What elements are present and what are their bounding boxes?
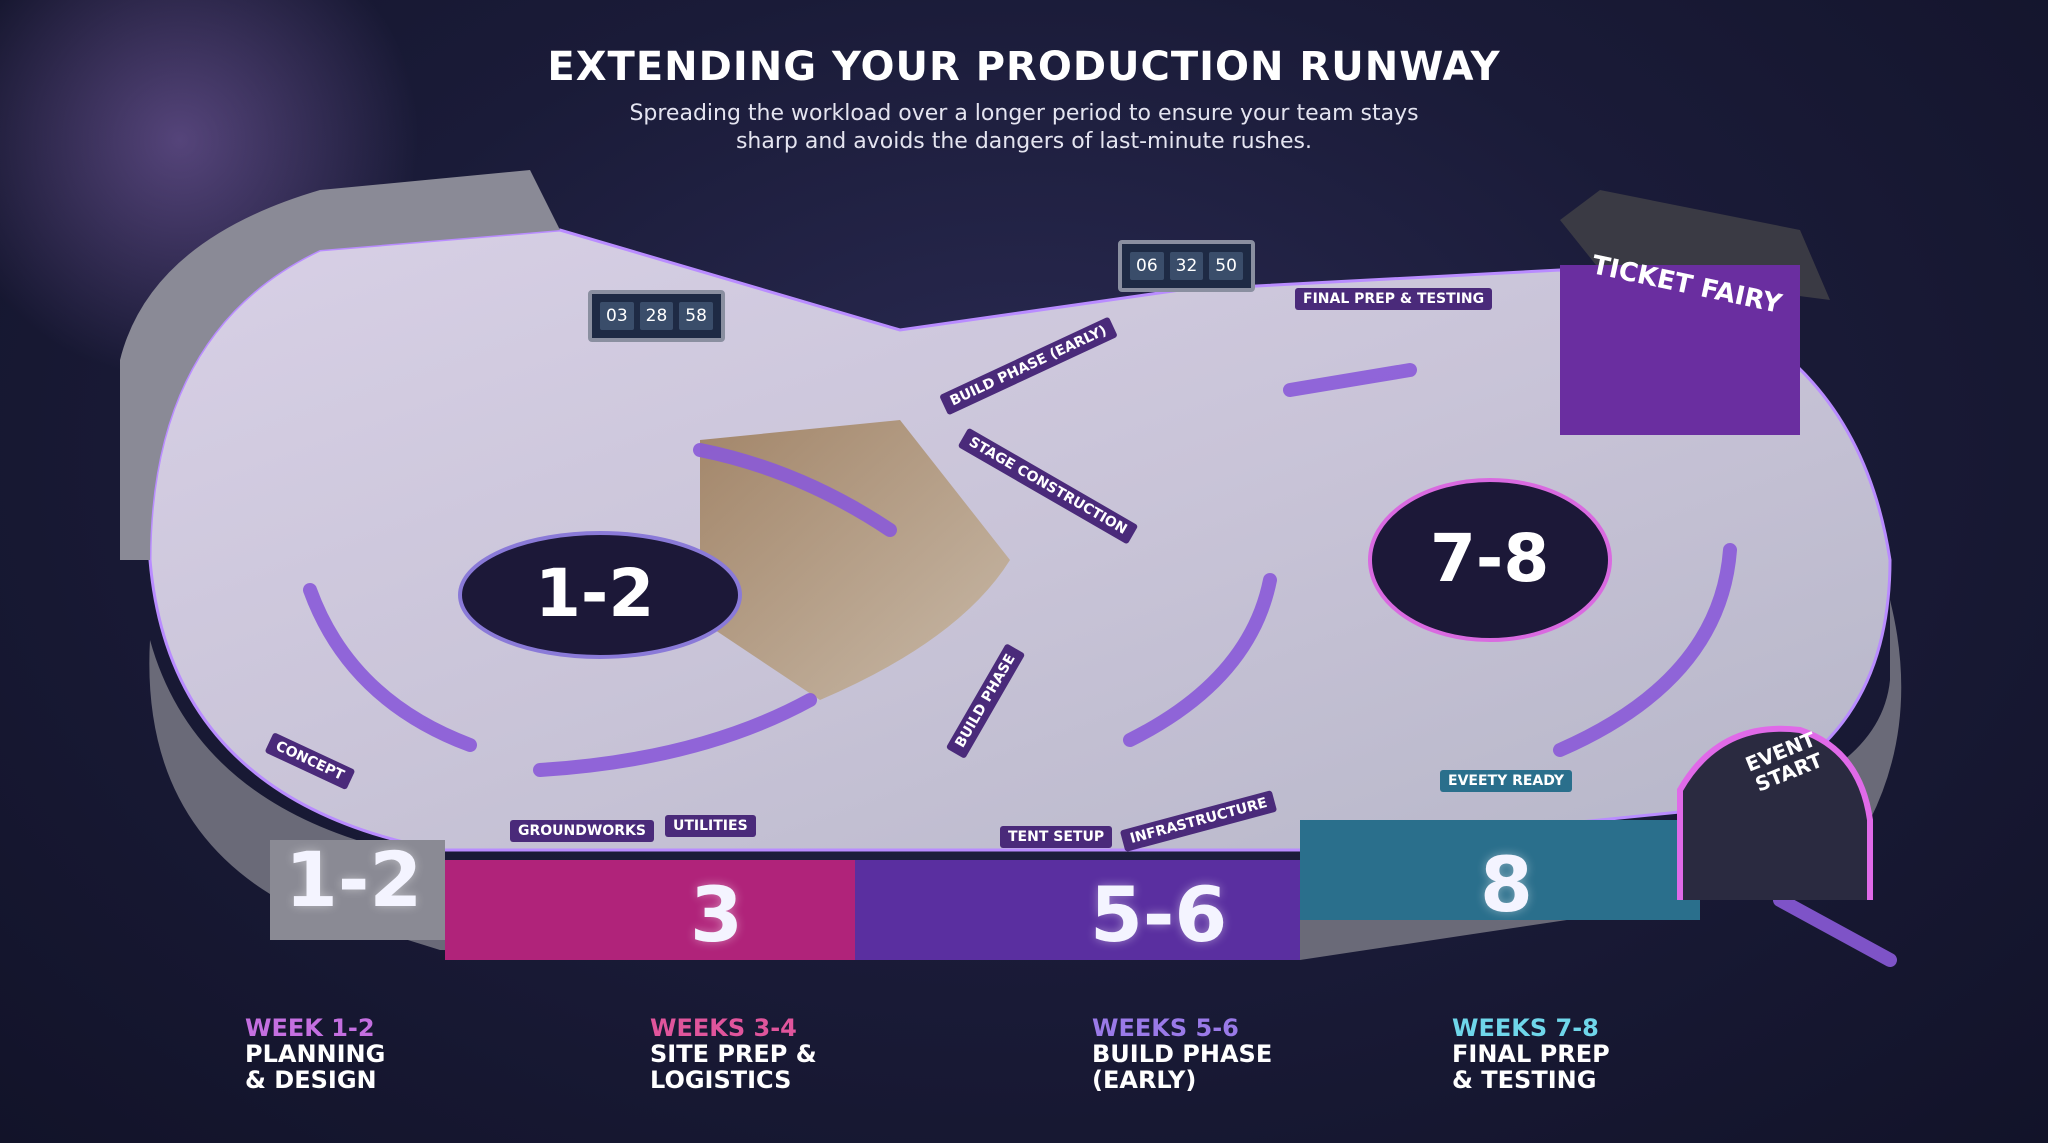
phase-name: PLANNING <box>245 1040 386 1068</box>
stage-backdrop <box>1560 265 1800 435</box>
flow-arrow <box>1283 363 1417 397</box>
sign-groundworks: GROUNDWORKS <box>510 820 654 842</box>
timer-hours: 03 <box>600 302 634 330</box>
platform-top-surface <box>148 228 1892 852</box>
phase-name: & DESIGN <box>245 1066 377 1094</box>
band-number: 5-6 <box>1090 870 1228 959</box>
sign-event-ready: EVEETY READY <box>1440 770 1573 792</box>
flow-arrow <box>693 443 897 537</box>
phase-week: WEEKS 7-8 <box>1452 1014 1599 1042</box>
band-number: 1-2 <box>285 835 423 924</box>
timer-minutes: 32 <box>1169 252 1204 280</box>
phase-weeks-1-2: WEEK 1-2 PLANNING & DESIGN <box>245 1015 385 1093</box>
phase-name: & TESTING <box>1452 1066 1597 1094</box>
flow-arrow <box>303 583 477 752</box>
countdown-screen: 03 28 58 <box>588 290 725 342</box>
phase-week: WEEK 1-2 <box>245 1014 375 1042</box>
timer-seconds: 58 <box>679 302 713 330</box>
sign-utilities: UTILITIES <box>665 815 756 837</box>
band-number: 8 <box>1480 840 1533 929</box>
pit-number: 1-2 <box>535 555 655 632</box>
flow-arrow <box>533 693 817 777</box>
subtitle-line: Spreading the workload over a longer per… <box>629 101 1419 126</box>
band-number: 3 <box>690 870 743 959</box>
phase-name: (EARLY) <box>1092 1066 1197 1094</box>
phase-weeks-5-6: WEEKS 5-6 BUILD PHASE (EARLY) <box>1092 1015 1272 1093</box>
timer-seconds: 50 <box>1209 252 1243 280</box>
week-band-8 <box>1300 820 1700 920</box>
phase-name: FINAL PREP <box>1452 1040 1610 1068</box>
page-title: EXTENDING YOUR PRODUCTION RUNWAY <box>547 44 1501 90</box>
week-band-5-6 <box>855 860 1300 960</box>
phase-week: WEEKS 5-6 <box>1092 1014 1239 1042</box>
phase-name: LOGISTICS <box>650 1066 792 1094</box>
flow-arrow <box>1553 543 1737 757</box>
groundworks-dirt-area <box>700 420 1010 700</box>
page-subtitle: Spreading the workload over a longer per… <box>0 100 2048 156</box>
phase-weeks-7-8: WEEKS 7-8 FINAL PREP & TESTING <box>1452 1015 1610 1093</box>
pit-weeks-1-2 <box>458 531 742 659</box>
flow-arrow <box>1123 573 1277 747</box>
pit-weeks-7-8 <box>1368 478 1612 642</box>
phase-name: SITE PREP & <box>650 1040 817 1068</box>
event-start-tunnel <box>1677 725 1873 900</box>
week-band-3 <box>445 860 855 960</box>
pit-number: 7-8 <box>1430 520 1550 597</box>
concrete-back-wall <box>120 170 560 560</box>
sign-tent-setup: TENT SETUP <box>1000 826 1113 848</box>
subtitle-line: sharp and avoids the dangers of last-min… <box>735 129 1313 154</box>
week-band-1-2 <box>270 840 445 940</box>
event-start-arrow <box>1773 893 1897 967</box>
phase-name: BUILD PHASE <box>1092 1040 1273 1068</box>
timer-hours: 06 <box>1130 252 1164 280</box>
countdown-screen: 06 32 50 <box>1118 240 1255 292</box>
phase-weeks-3-4: WEEKS 3-4 SITE PREP & LOGISTICS <box>650 1015 817 1093</box>
timer-minutes: 28 <box>639 302 674 330</box>
sign-final-prep: FINAL PREP & TESTING <box>1295 288 1493 310</box>
phase-week: WEEKS 3-4 <box>650 1014 797 1042</box>
